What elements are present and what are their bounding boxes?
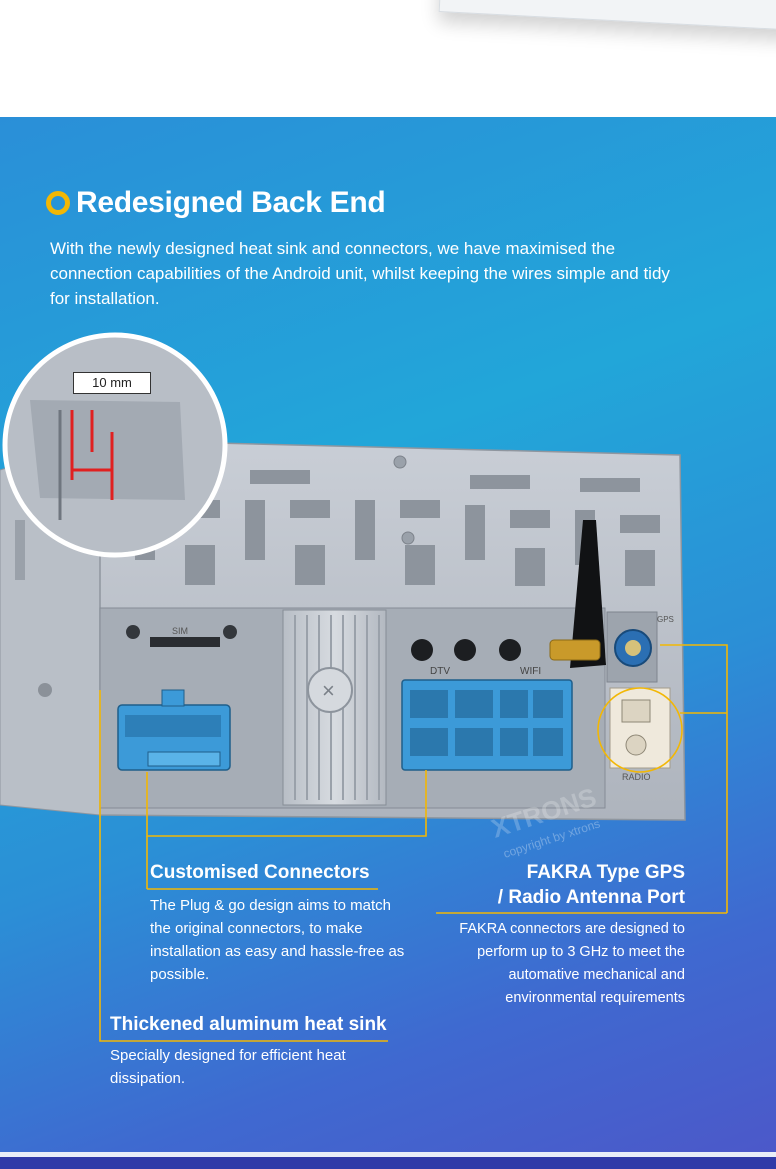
antenna-base <box>549 639 601 661</box>
chassis-side-slot <box>15 520 25 580</box>
zoom-measure-label: 10 mm <box>73 372 151 394</box>
sim-screw-left <box>126 625 140 639</box>
port-hole-2 <box>454 639 476 661</box>
fakra-desc: FAKRA connectors are designed to perform… <box>459 921 685 1006</box>
connectors-callout-line <box>146 770 427 837</box>
sim-label: SIM <box>172 626 188 636</box>
top-screw <box>393 455 407 469</box>
mid-screw <box>401 531 415 545</box>
section-intro: With the newly designed heat sink and co… <box>50 239 670 308</box>
radio-label: RADIO <box>622 772 651 782</box>
fakra-title-line2: / Radio Antenna Port <box>497 887 685 908</box>
dtv-label: DTV <box>430 666 450 677</box>
bottom-bar <box>0 1157 776 1169</box>
sim-screw-right <box>223 625 237 639</box>
gps-fakra-center <box>625 640 641 656</box>
section-heading: Redesigned Back End <box>46 186 386 220</box>
wifi-antenna <box>570 520 606 668</box>
port-hole-3 <box>499 639 521 661</box>
right-connector-pins <box>410 690 563 756</box>
ring-bullet-icon <box>46 191 70 215</box>
left-connector-tab <box>161 689 185 707</box>
side-screw <box>38 683 52 697</box>
port-hole-1 <box>411 639 433 661</box>
heat-sink-badge-mark: × <box>322 678 335 703</box>
bottom-divider <box>0 1152 776 1157</box>
sim-slot <box>150 637 220 647</box>
section-title: Redesigned Back End <box>76 186 386 219</box>
left-connector-fuse <box>147 751 221 767</box>
wifi-label: WIFI <box>520 666 541 677</box>
fakra-title-line1: FAKRA Type GPS <box>526 862 685 883</box>
callout-connectors: Customised Connectors The Plug & go desi… <box>150 862 410 986</box>
zoom-detail <box>30 400 185 500</box>
callout-heatsink: Thickened aluminum heat sink Specially d… <box>110 1014 410 1090</box>
connectors-title: Customised Connectors <box>150 862 370 883</box>
callout-fakra: FAKRA Type GPS / Radio Antenna Port FAKR… <box>440 860 685 1010</box>
heatsink-desc: Specially designed for efficient heat di… <box>110 1047 346 1087</box>
top-strip <box>0 0 776 117</box>
heatsink-title: Thickened aluminum heat sink <box>110 1014 387 1035</box>
connectors-desc: The Plug & go design aims to match the o… <box>150 897 405 983</box>
heatsink-callout-line <box>99 690 388 1042</box>
radio-port-top <box>621 699 651 723</box>
heat-sink-badge <box>307 667 353 713</box>
radio-callout-ring <box>597 687 683 773</box>
callout-lines <box>99 644 728 1042</box>
fakra-callout-line-top <box>660 644 728 913</box>
radio-port-bottom <box>625 734 647 756</box>
left-connector-pins <box>125 715 221 737</box>
gps-label: GPS <box>657 615 674 624</box>
